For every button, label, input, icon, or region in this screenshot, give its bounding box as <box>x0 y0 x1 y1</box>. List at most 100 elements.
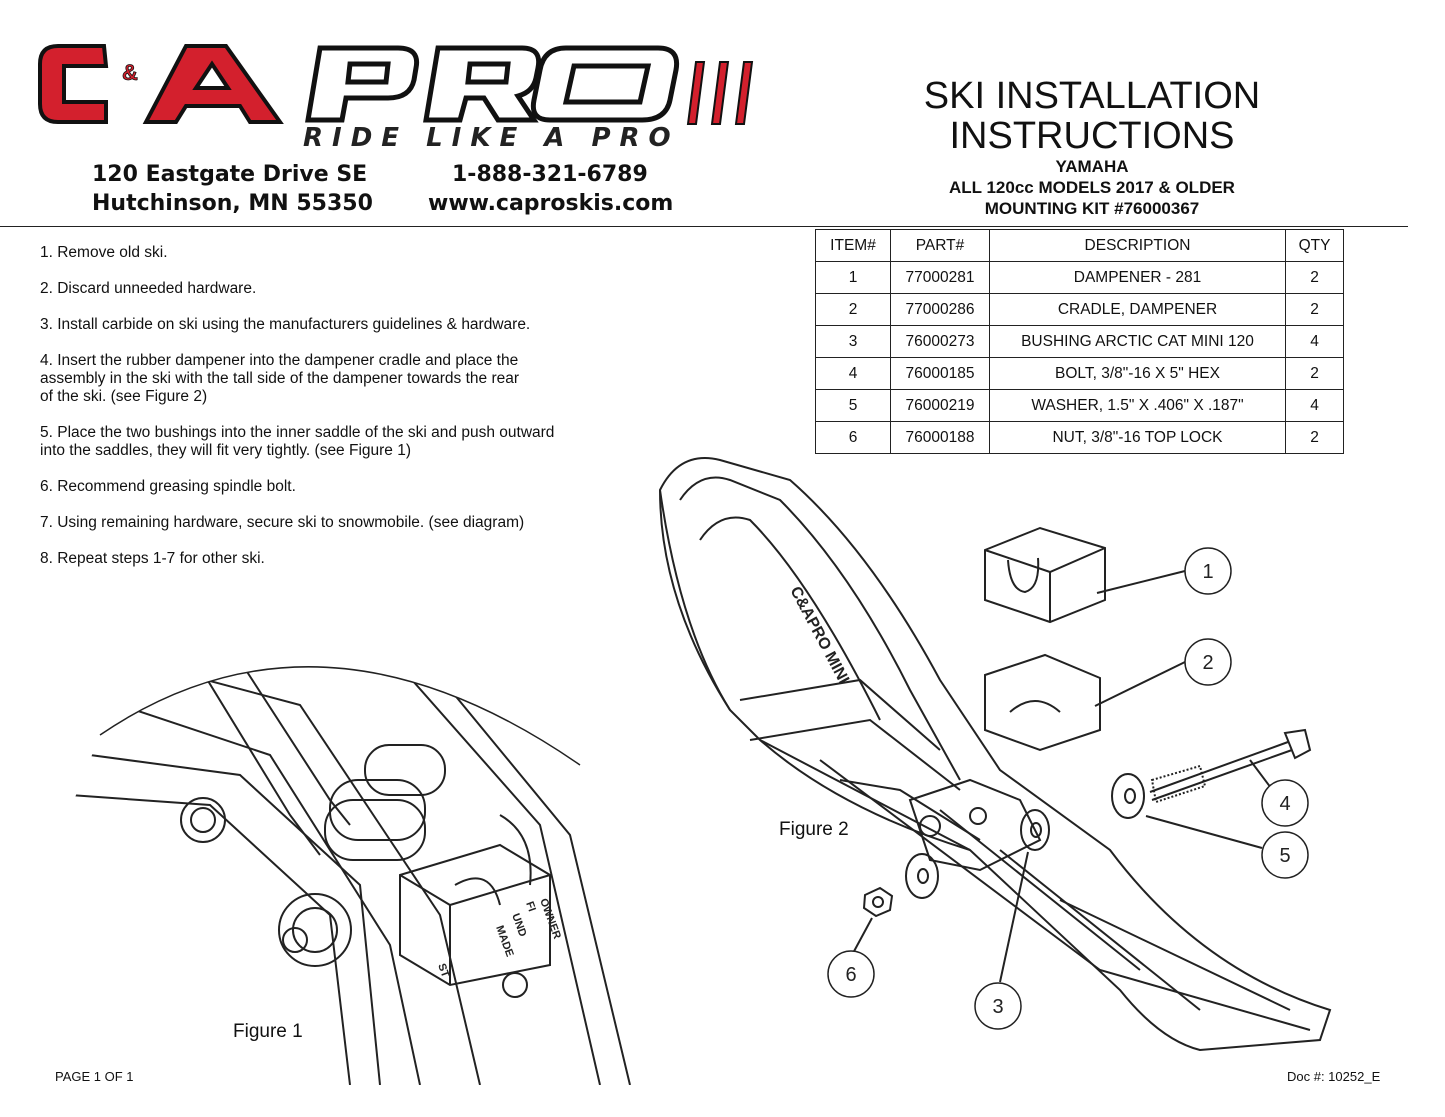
address-city: Hutchinson, MN 55350 <box>92 191 373 216</box>
balloon-number: 3 <box>992 996 1003 1018</box>
logo-pro-letters <box>305 45 680 123</box>
cell-qty: 4 <box>1285 325 1344 358</box>
cell-part: 76000273 <box>890 325 990 358</box>
step-6: 6. Recommend greasing spindle bolt. <box>40 478 296 495</box>
label-line: MADE <box>493 924 515 959</box>
leader-line-6 <box>851 917 873 956</box>
step-4: 4. Insert the rubber dampener into the d… <box>40 352 520 405</box>
step-2: 2. Discard unneeded hardware. <box>40 280 257 297</box>
cell-description: CRADLE, DAMPENER <box>989 293 1286 326</box>
cell-qty: 2 <box>1285 357 1344 390</box>
cell-description: DAMPENER - 281 <box>989 261 1286 294</box>
cell-qty: 2 <box>1285 421 1344 454</box>
callout-balloon-5: 5 <box>1261 831 1309 879</box>
ski-body <box>658 457 1332 1052</box>
logo-stripes <box>686 61 754 125</box>
cell-description: WASHER, 1.5" X .406" X .187" <box>989 389 1286 422</box>
ski-rail-left <box>149 666 481 1085</box>
figure-1-drawing: OWNER FI UND MADE ST <box>69 666 631 1085</box>
figure-2-caption: Figure 2 <box>779 819 849 840</box>
label-line: FI <box>523 900 538 913</box>
cell-description: BOLT, 3/8"-16 X 5" HEX <box>989 357 1286 390</box>
label-line: ST <box>435 962 451 980</box>
company-contact: 1-888-321-6789 www.caproskis.com <box>428 160 673 218</box>
table-row: 2 77000286 CRADLE, DAMPENER 2 <box>815 293 1344 326</box>
step-3: 3. Install carbide on ski using the manu… <box>40 316 531 333</box>
callout-balloon-4: 4 <box>1261 779 1309 827</box>
title-line-2: INSTRUCTIONS <box>949 115 1235 157</box>
cradle-part <box>984 653 1101 752</box>
figure-2-drawing: C&APRO MINI 1 2 3 4 5 6 <box>658 457 1332 1052</box>
balloon-number: 1 <box>1202 561 1213 583</box>
step-1: 1. Remove old ski. <box>40 244 168 261</box>
table-row: 4 76000185 BOLT, 3/8"-16 X 5" HEX 2 <box>815 357 1344 390</box>
nut <box>180 797 226 843</box>
cell-item: 1 <box>815 261 891 294</box>
washer-part <box>1020 809 1050 851</box>
company-phone: 1-888-321-6789 <box>452 162 648 187</box>
cell-part: 76000219 <box>890 389 990 422</box>
bolt-part <box>1149 728 1312 804</box>
page-number: PAGE 1 OF 1 <box>55 1069 134 1084</box>
logo-ampersand: & <box>122 60 138 85</box>
dampener-block <box>399 814 551 987</box>
header-divider <box>0 226 1408 227</box>
title-make: YAMAHA <box>1055 157 1129 176</box>
company-website[interactable]: www.caproskis.com <box>428 191 674 216</box>
balloon-number: 4 <box>1279 793 1290 815</box>
logo-tagline: RIDE LIKE A PRO <box>303 123 680 153</box>
figure-1-crop-edge <box>99 666 581 766</box>
bushing-roller <box>364 744 446 796</box>
title-models: ALL 120cc MODELS 2017 & OLDER <box>949 178 1235 197</box>
washer-part <box>905 853 939 899</box>
cell-qty: 2 <box>1285 261 1344 294</box>
document-title-block: SKI INSTALLATION INSTRUCTIONS YAMAHA ALL… <box>890 76 1294 219</box>
cell-item: 4 <box>815 357 891 390</box>
leader-line-5 <box>1145 815 1263 849</box>
cell-item: 3 <box>815 325 891 358</box>
balloon-number: 5 <box>1279 845 1290 867</box>
document-number: Doc #: 10252_E <box>1287 1069 1381 1084</box>
callout-balloon-6: 6 <box>827 950 875 998</box>
instruction-steps: 1. Remove old ski. 2. Discard unneeded h… <box>40 244 640 586</box>
lock-nut-part <box>862 886 894 918</box>
spindle-saddle <box>839 778 1042 872</box>
col-header-part: PART# <box>890 229 990 262</box>
step-5: 5. Place the two bushings into the inner… <box>40 424 555 459</box>
leader-line-2 <box>1094 661 1186 707</box>
ski-hole <box>502 972 528 998</box>
title-line-1: SKI INSTALLATION <box>923 75 1261 117</box>
address-street: 120 Eastgate Drive SE <box>92 162 368 187</box>
cell-qty: 4 <box>1285 389 1344 422</box>
leader-line-3 <box>999 851 1029 983</box>
parts-table: ITEM# PART# DESCRIPTION QTY 1 77000281 D… <box>815 229 1344 454</box>
company-address: 120 Eastgate Drive SE Hutchinson, MN 553… <box>92 160 373 218</box>
balloon-number: 2 <box>1202 652 1213 674</box>
ski-bolt-hole <box>919 815 941 837</box>
company-logo: & <box>38 44 754 125</box>
cell-item: 6 <box>815 421 891 454</box>
callout-balloon-3: 3 <box>974 982 1022 1030</box>
col-header-description: DESCRIPTION <box>989 229 1286 262</box>
logo-c-letter <box>38 44 109 124</box>
cell-part: 77000281 <box>890 261 990 294</box>
col-header-item: ITEM# <box>815 229 891 262</box>
table-row: 6 76000188 NUT, 3/8"-16 TOP LOCK 2 <box>815 421 1344 454</box>
cell-description: NUT, 3/8"-16 TOP LOCK <box>989 421 1286 454</box>
title-kit: MOUNTING KIT #76000367 <box>984 199 1200 218</box>
leader-line-1 <box>1096 570 1186 594</box>
cell-part: 77000286 <box>890 293 990 326</box>
nut-with-bolt <box>278 893 352 967</box>
cell-qty: 2 <box>1285 293 1344 326</box>
table-row: 3 76000273 BUSHING ARCTIC CAT MINI 120 4 <box>815 325 1344 358</box>
ski-rail-right <box>209 666 601 1085</box>
figure-1-caption: Figure 1 <box>233 1021 303 1042</box>
cell-part: 76000185 <box>890 357 990 390</box>
cell-part: 76000188 <box>890 421 990 454</box>
col-header-qty: QTY <box>1285 229 1344 262</box>
cell-item: 2 <box>815 293 891 326</box>
logo-a-letter <box>142 44 284 124</box>
callout-balloon-1: 1 <box>1184 547 1232 595</box>
washer-part <box>1111 773 1145 819</box>
table-row: 1 77000281 DAMPENER - 281 2 <box>815 261 1344 294</box>
